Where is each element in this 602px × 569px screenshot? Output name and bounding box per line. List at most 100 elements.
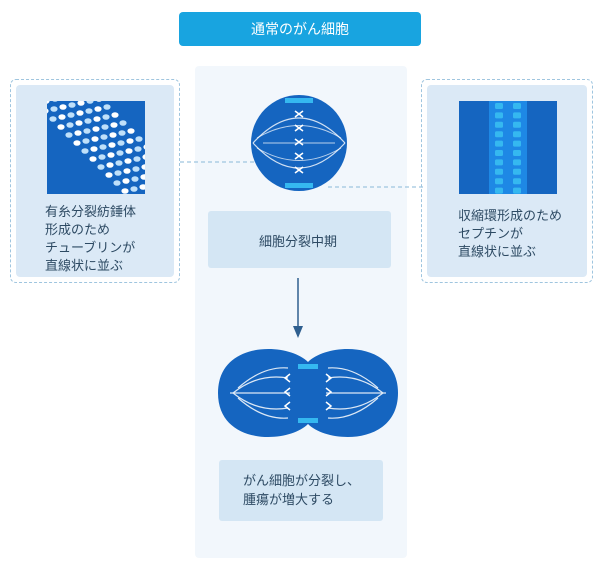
septin-subunit	[495, 159, 503, 166]
tubulin-subunit	[143, 144, 145, 150]
result-label-line1: がん細胞が分裂し、	[243, 474, 361, 489]
tubulin-subunit	[82, 138, 90, 144]
tubulin-caption-line2: 形成のため	[45, 223, 111, 238]
tubulin-subunit	[83, 128, 91, 134]
tubulin-subunit	[139, 184, 145, 190]
septin-ring-icon	[489, 101, 527, 194]
septin-subunit	[513, 178, 521, 185]
tubulin-subunit	[140, 174, 145, 180]
tubulin-subunit	[68, 102, 76, 108]
septin-subunit	[513, 168, 521, 175]
septin-subunit	[495, 150, 503, 156]
septin-subunit	[513, 112, 521, 119]
tubulin-subunit	[142, 154, 145, 160]
tubulin-subunit	[86, 101, 94, 104]
tubulin-subunit	[133, 156, 141, 162]
tubulin-subunit	[84, 118, 92, 124]
tubulin-subunit	[85, 108, 93, 114]
tubulin-subunit	[91, 136, 99, 142]
tubulin-subunit	[76, 110, 84, 116]
tubulin-subunit	[105, 172, 113, 178]
tubulin-subunit	[125, 148, 133, 154]
metaphase-cell-icon	[251, 95, 347, 191]
tubulin-subunit	[96, 101, 102, 102]
septin-subunit	[513, 150, 521, 156]
tubulin-subunit	[59, 104, 67, 110]
stage-label: 細胞分裂中期	[259, 235, 338, 250]
tubulin-subunit	[89, 156, 97, 162]
tubulin-subunit	[106, 162, 114, 168]
tubulin-subunit	[117, 140, 125, 146]
tubulin-subunit	[103, 104, 111, 110]
result-label-box: がん細胞が分裂し、 腫瘍が増大する	[219, 460, 383, 521]
tubulin-subunit	[111, 112, 119, 118]
tubulin-subunit	[130, 186, 138, 192]
tubulin-subunit	[93, 116, 101, 122]
tubulin-subunit	[122, 178, 130, 184]
septin-caption-line1: 収縮環形成のため	[458, 209, 563, 224]
septin-subunit	[495, 187, 503, 194]
tubulin-subunit	[107, 152, 115, 158]
tubulin-subunit	[114, 170, 122, 176]
tubulin-subunit	[99, 144, 107, 150]
septin-caption: 収縮環形成のため セプチンが 直線状に並ぶ	[458, 208, 562, 262]
tubulin-subunit	[75, 120, 83, 126]
stage-label-box: 細胞分裂中期	[208, 211, 391, 268]
tubulin-subunit	[77, 101, 85, 106]
tubulin-subunit	[127, 128, 135, 134]
septin-subunit	[495, 103, 503, 109]
tubulin-array-icon	[47, 101, 145, 194]
tubulin-caption-line1: 有糸分裂紡錘体	[45, 205, 137, 220]
tubulin-subunit	[97, 164, 105, 170]
tubulin-subunit	[124, 158, 132, 164]
tubulin-subunit	[110, 122, 118, 128]
septin-subunit	[495, 178, 503, 185]
septin-caption-line3: 直線状に並ぶ	[458, 245, 537, 260]
tubulin-subunit	[90, 146, 98, 152]
tubulin-subunit	[100, 134, 108, 140]
septin-subunit	[513, 131, 521, 138]
tubulin-subunit	[50, 106, 58, 112]
septin-image	[459, 101, 557, 194]
tubulin-subunit	[94, 106, 102, 112]
tubulin-subunit	[123, 168, 131, 174]
septin-subunit	[495, 131, 503, 138]
septin-subunit	[513, 187, 521, 194]
septin-subunit	[495, 168, 503, 175]
tubulin-subunit	[47, 101, 50, 104]
tubulin-subunit	[132, 166, 140, 172]
tubulin-subunit	[66, 122, 74, 128]
tubulin-subunit	[67, 112, 75, 118]
tubulin-subunit	[141, 164, 145, 170]
septin-subunit	[495, 112, 503, 119]
tubulin-subunit	[52, 101, 58, 102]
septin-subunit	[513, 159, 521, 166]
tubulin-subunit	[73, 140, 81, 146]
septin-caption-line2: セプチンが	[458, 227, 524, 242]
tubulin-subunit	[113, 180, 121, 186]
tubulin-subunit	[49, 116, 57, 122]
septin-subunit	[495, 121, 503, 128]
result-label: がん細胞が分裂し、 腫瘍が増大する	[243, 472, 360, 510]
tubulin-subunit	[126, 138, 134, 144]
septin-subunit	[513, 140, 521, 147]
septin-subunit	[513, 103, 521, 109]
tubulin-subunit	[135, 136, 143, 142]
tubulin-subunit	[131, 176, 139, 182]
tubulin-subunit	[74, 130, 82, 136]
tubulin-subunit	[102, 114, 110, 120]
tubulin-subunit	[116, 150, 124, 156]
tubulin-caption-line4: 直線状に並ぶ	[45, 259, 124, 274]
septin-subunit	[495, 140, 503, 147]
down-arrow-icon	[293, 278, 303, 338]
tubulin-panel: 有糸分裂紡錘体 形成のため チューブリンが 直線状に並ぶ	[10, 79, 180, 283]
tubulin-subunit	[134, 146, 142, 152]
tubulin-subunit	[121, 188, 129, 194]
dividing-cell-icon	[218, 349, 398, 437]
tubulin-subunit	[65, 132, 73, 138]
tubulin-subunit	[101, 124, 109, 130]
tubulin-subunit	[58, 114, 66, 120]
tubulin-subunit	[118, 130, 126, 136]
septin-subunit	[513, 121, 521, 128]
